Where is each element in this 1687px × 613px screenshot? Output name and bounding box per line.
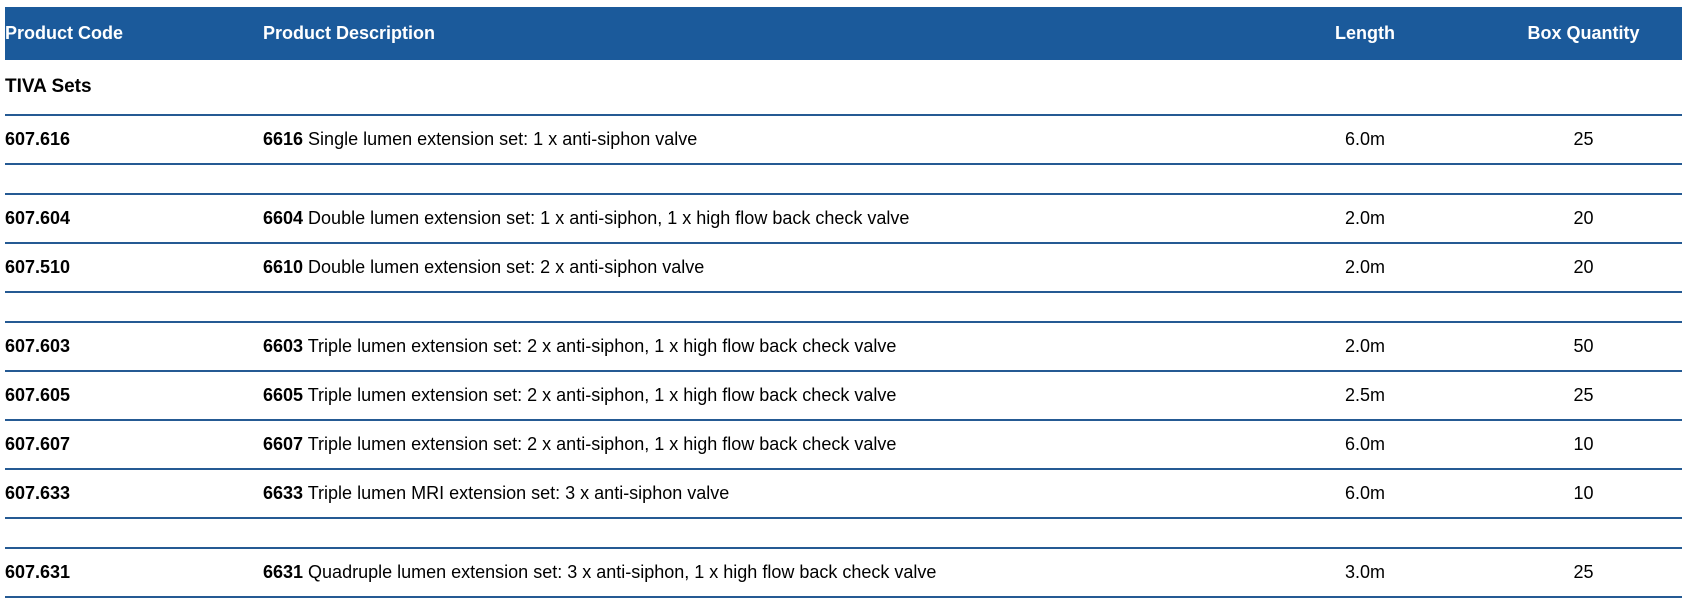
box-quantity-cell: 10 [1573, 482, 1594, 503]
group-spacer-row [5, 164, 1682, 194]
product-description-cell: 6605 Triple lumen extension set: 2 x ant… [263, 384, 897, 405]
box-quantity-cell: 20 [1573, 256, 1594, 277]
spacer-cell [5, 164, 1682, 194]
product-description-cell: 6604 Double lumen extension set: 1 x ant… [263, 207, 910, 228]
group-spacer-row [5, 518, 1682, 548]
product-table: Product Code Product Description Length … [5, 7, 1682, 598]
product-ref: 6607 [263, 433, 304, 454]
box-quantity-cell: 10 [1573, 433, 1594, 454]
product-code-cell: 607.633 [5, 482, 71, 503]
length-cell: 2.0m [1344, 335, 1386, 356]
section-header-body: TIVA Sets [5, 60, 1682, 115]
box-quantity-cell: 25 [1573, 384, 1594, 405]
table-row: 607.510 6610 Double lumen extension set: … [5, 243, 1682, 292]
product-code-cell: 607.607 [5, 433, 71, 454]
spacer-cell [5, 292, 1682, 322]
product-ref: 6603 [263, 335, 304, 356]
length-cell: 6.0m [1344, 128, 1386, 149]
box-quantity-cell: 20 [1573, 207, 1594, 228]
col-header-length: Length [1245, 7, 1485, 60]
table-row: 607.633 6633 Triple lumen MRI extension s… [5, 469, 1682, 518]
length-cell: 6.0m [1344, 433, 1386, 454]
col-header-box-quantity: Box Quantity [1485, 7, 1682, 60]
product-ref: 6604 [263, 207, 304, 228]
product-code-cell: 607.510 [5, 256, 71, 277]
box-quantity-cell: 25 [1573, 128, 1594, 149]
product-description-cell: 6603 Triple lumen extension set: 2 x ant… [263, 335, 897, 356]
table-row: 607.603 6603 Triple lumen extension set: … [5, 322, 1682, 371]
table-header: Product Code Product Description Length … [5, 7, 1682, 60]
section-row: TIVA Sets [5, 60, 1682, 115]
product-ref: 6610 [263, 256, 304, 277]
table-row: 607.616 6616 Single lumen extension set: … [5, 115, 1682, 164]
product-ref: 6631 [263, 561, 304, 582]
length-cell: 6.0m [1344, 482, 1386, 503]
length-cell: 2.0m [1344, 256, 1386, 277]
product-description-cell: 6607 Triple lumen extension set: 2 x ant… [263, 433, 897, 454]
length-cell: 2.0m [1344, 207, 1386, 228]
product-ref: 6633 [263, 482, 304, 503]
length-cell: 2.5m [1344, 384, 1386, 405]
box-quantity-cell: 50 [1573, 335, 1594, 356]
spacer-cell [5, 518, 1682, 548]
table-row: 607.604 6604 Double lumen extension set: … [5, 194, 1682, 243]
product-description-cell: 6616 Single lumen extension set: 1 x ant… [263, 128, 698, 149]
length-cell: 3.0m [1344, 561, 1386, 582]
product-ref: 6605 [263, 384, 304, 405]
product-description-cell: 6610 Double lumen extension set: 2 x ant… [263, 256, 705, 277]
product-code-cell: 607.604 [5, 207, 71, 228]
table-row: 607.631 6631 Quadruple lumen extension se… [5, 548, 1682, 597]
product-description-cell: 6633 Triple lumen MRI extension set: 3 x… [263, 482, 730, 503]
product-description-cell: 6631 Quadruple lumen extension set: 3 x … [263, 561, 937, 582]
product-code-cell: 607.603 [5, 335, 71, 356]
table-row: 607.605 6605 Triple lumen extension set: … [5, 371, 1682, 420]
col-header-product-description: Product Description [263, 7, 1245, 60]
product-code-cell: 607.616 [5, 128, 71, 149]
box-quantity-cell: 25 [1573, 561, 1594, 582]
product-code-cell: 607.605 [5, 384, 71, 405]
product-ref: 6616 [263, 128, 304, 149]
table-body: 607.616 6616 Single lumen extension set: … [5, 115, 1682, 597]
table-header-row: Product Code Product Description Length … [5, 7, 1682, 60]
section-label: TIVA Sets [5, 75, 92, 97]
table-row: 607.607 6607 Triple lumen extension set: … [5, 420, 1682, 469]
catalog-page: Product Code Product Description Length … [5, 7, 1682, 598]
col-header-product-code: Product Code [5, 7, 263, 60]
group-spacer-row [5, 292, 1682, 322]
product-code-cell: 607.631 [5, 561, 71, 582]
